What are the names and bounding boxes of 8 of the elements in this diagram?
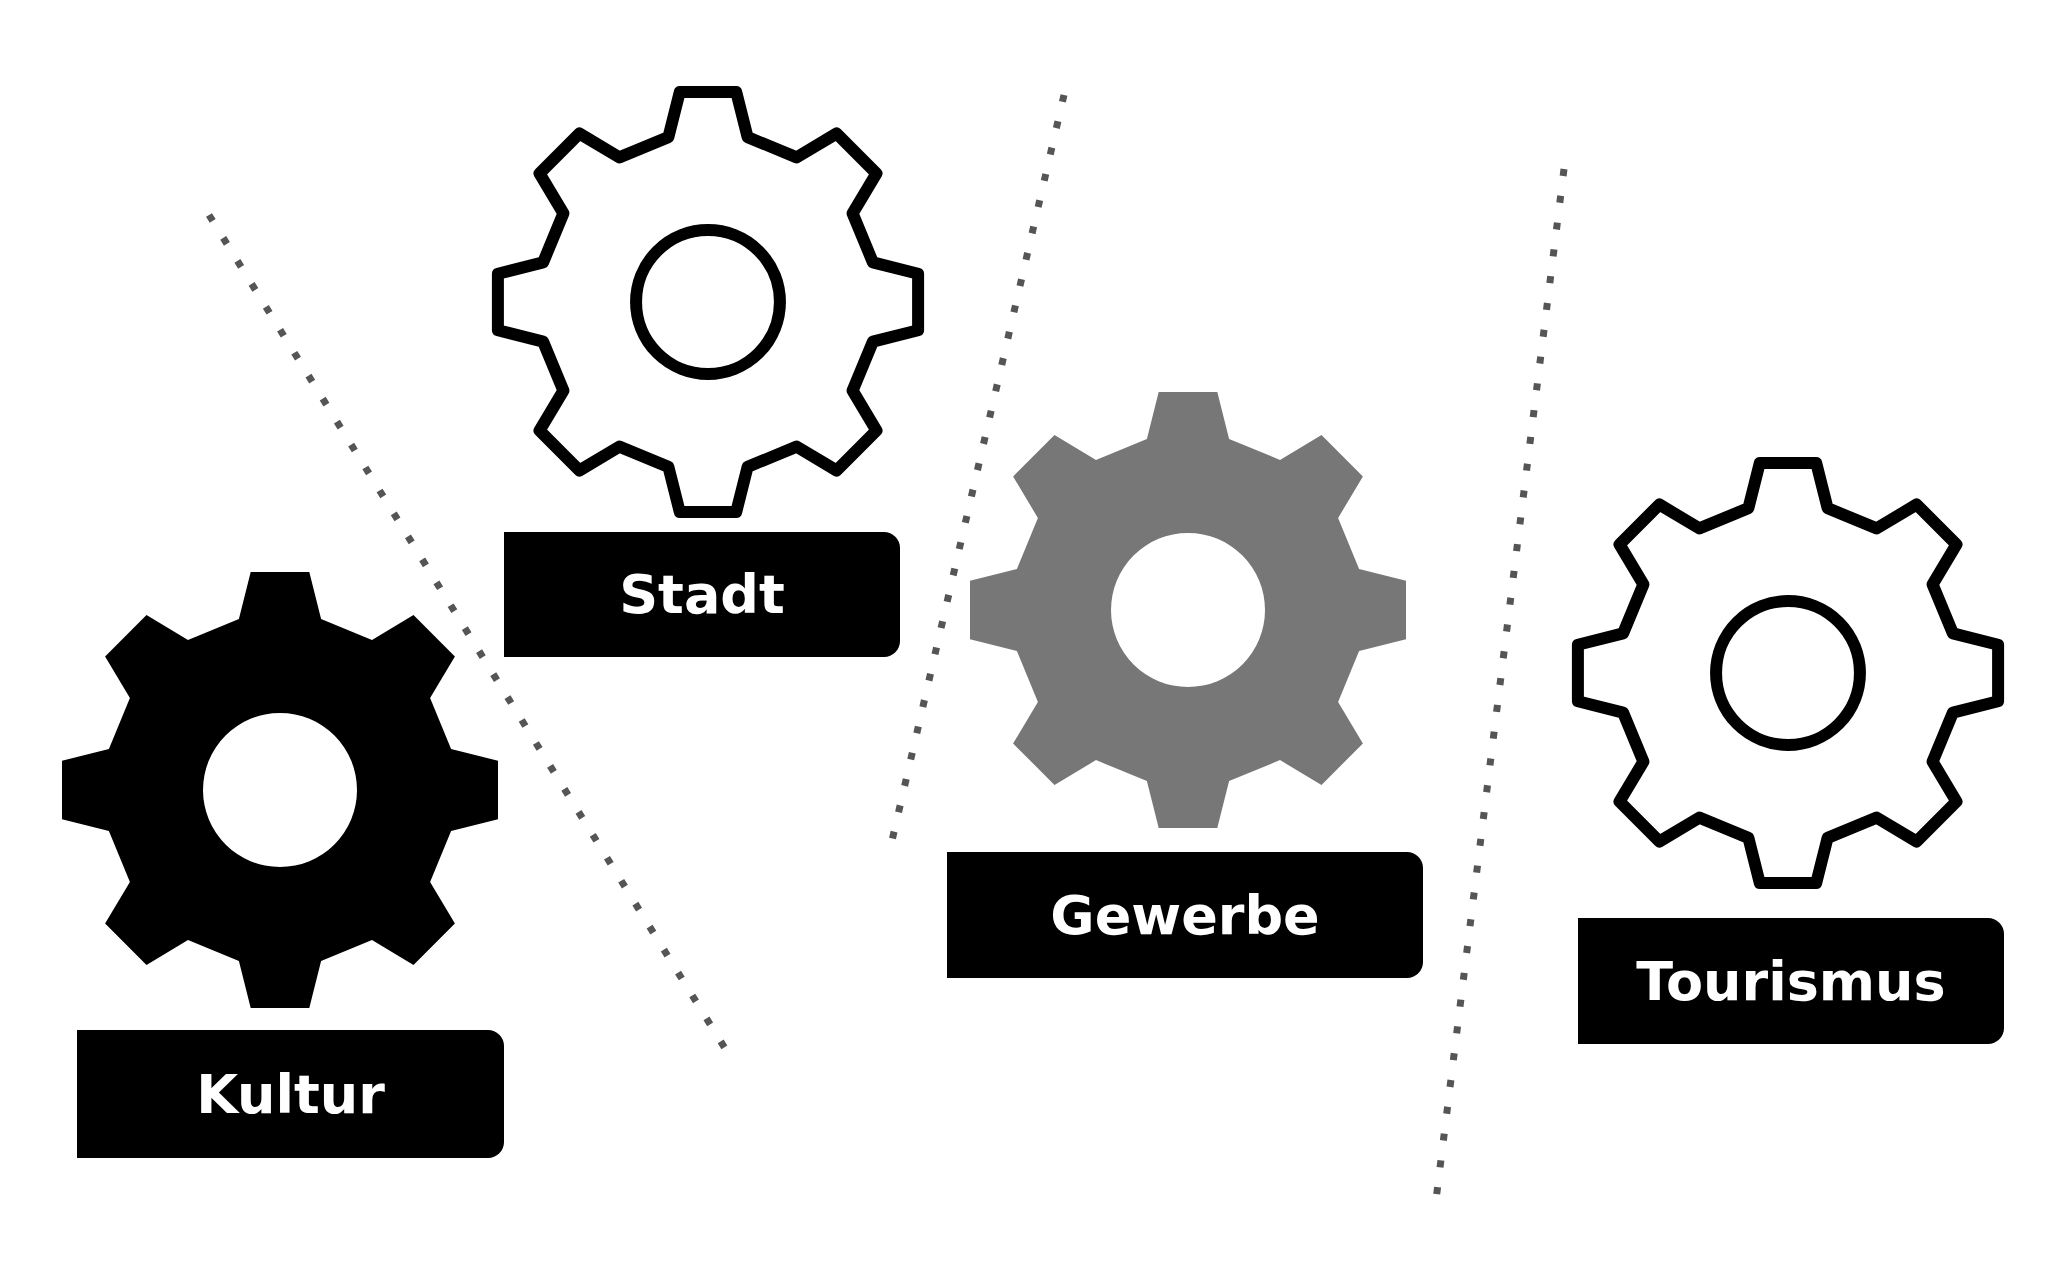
label-text: Tourismus xyxy=(1636,949,1946,1013)
label-box xyxy=(1578,918,2004,1044)
label-text: Gewerbe xyxy=(1050,883,1320,947)
label-box xyxy=(77,1030,504,1158)
label-box xyxy=(947,852,1423,978)
label-text: Stadt xyxy=(619,563,785,626)
label-box xyxy=(504,532,900,657)
label-text: Kultur xyxy=(196,1062,385,1126)
